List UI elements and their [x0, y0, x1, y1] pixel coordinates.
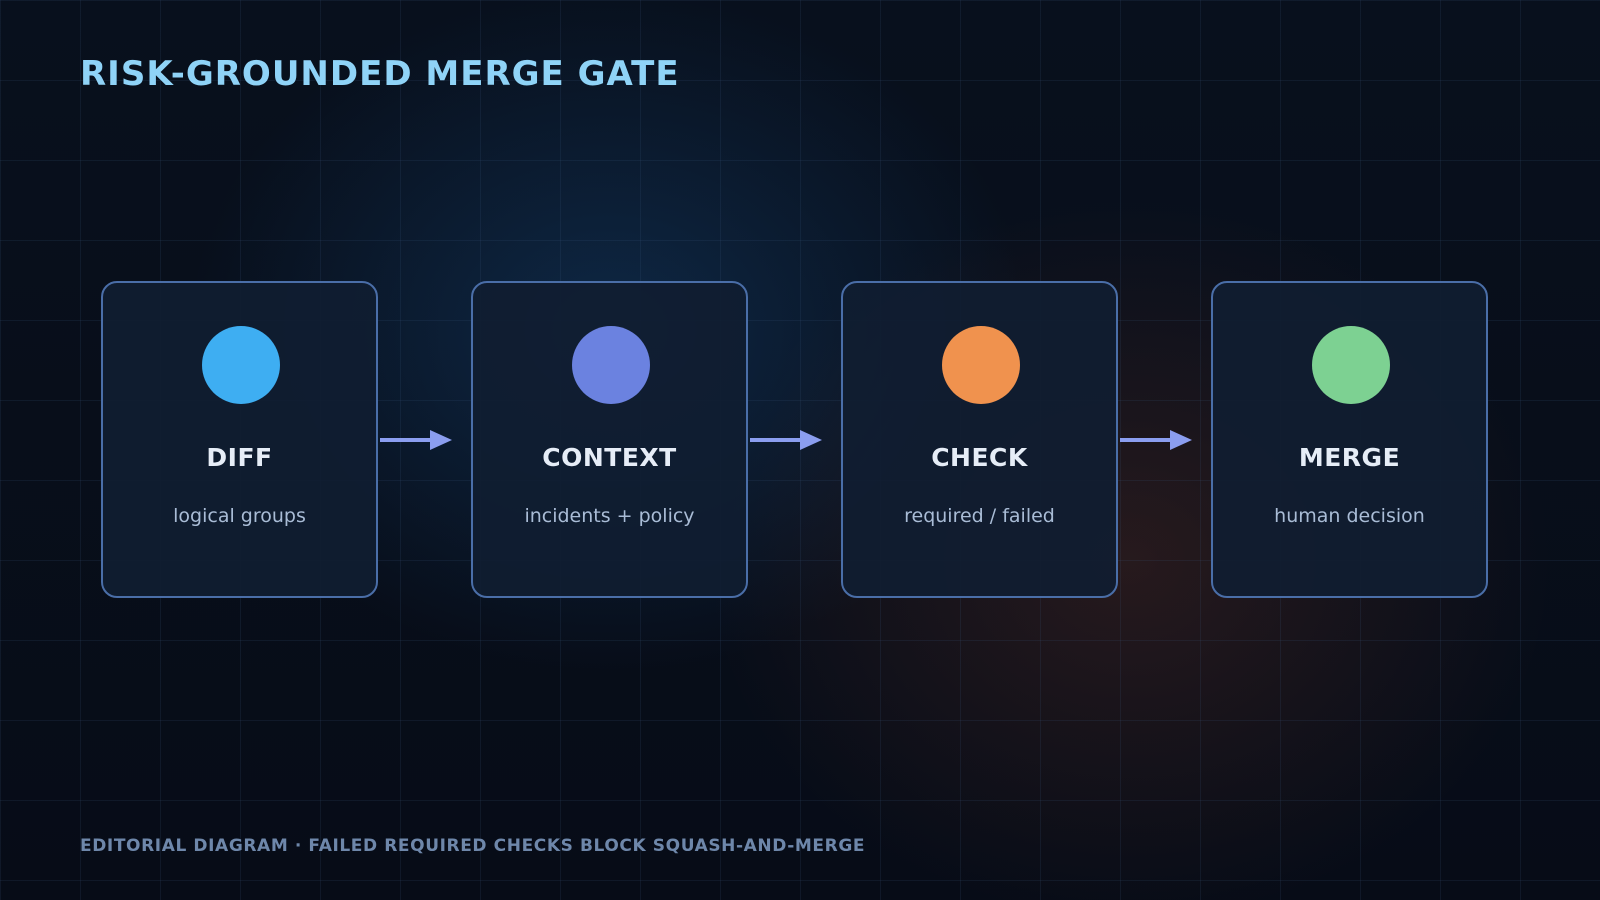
stage-sublabel: logical groups: [173, 505, 306, 527]
diagram-title: RISK-GROUNDED MERGE GATE: [80, 54, 680, 94]
stage-dot-icon: [572, 326, 650, 404]
stage-label: CHECK: [931, 443, 1028, 472]
stage-label: CONTEXT: [542, 443, 677, 472]
stage-sublabel: human decision: [1274, 505, 1425, 527]
arrow-head: [800, 430, 822, 450]
stage-dot-icon: [1312, 326, 1390, 404]
arrow-head: [1170, 430, 1192, 450]
stage-sublabel: required / failed: [904, 505, 1055, 527]
stage-card-diff: DIFF logical groups: [101, 281, 378, 598]
arrow-check-to-merge: [1120, 430, 1192, 450]
stage-card-context: CONTEXT incidents + policy: [471, 281, 748, 598]
stage-card-merge: MERGE human decision: [1211, 281, 1488, 598]
stage-sublabel: incidents + policy: [524, 505, 695, 527]
diagram-caption: EDITORIAL DIAGRAM · FAILED REQUIRED CHEC…: [80, 836, 866, 856]
arrow-diff-to-context: [380, 430, 452, 450]
stage-card-check: CHECK required / failed: [841, 281, 1118, 598]
arrow-context-to-check: [750, 430, 822, 450]
arrow-head: [430, 430, 452, 450]
stage-dot-icon: [942, 326, 1020, 404]
stage-label: DIFF: [206, 443, 273, 472]
stage-label: MERGE: [1298, 443, 1401, 472]
stage-dot-icon: [202, 326, 280, 404]
